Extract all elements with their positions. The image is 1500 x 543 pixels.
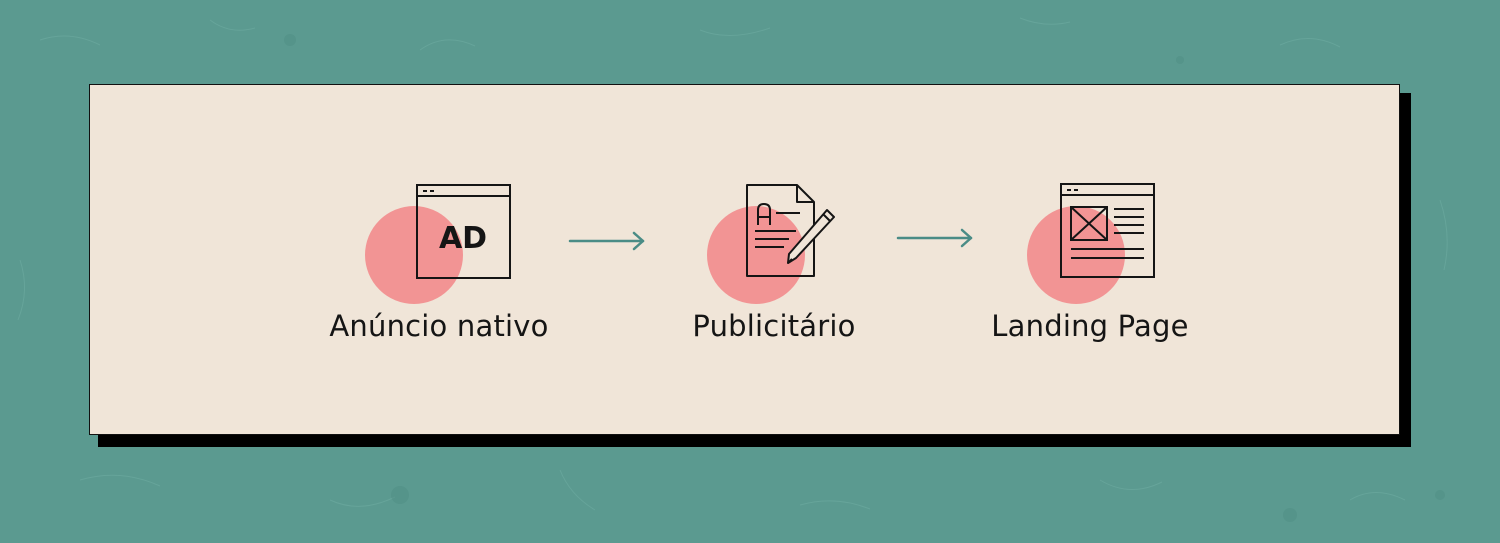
step-native-ad: AD Anúncio nativo (289, 183, 589, 363)
step-publicist: Publicitário (624, 183, 924, 363)
ad-icon-text: AD (439, 221, 487, 256)
ad-window-icon: AD (365, 184, 511, 304)
flow-card: AD Anúncio nativo (89, 84, 1400, 435)
arrow-right-icon (568, 231, 645, 251)
step-label-publicist: Publicitário (692, 309, 856, 343)
arrow-right-icon (896, 228, 973, 248)
webpage-layout-icon (1027, 183, 1155, 304)
document-pen-icon (707, 184, 835, 304)
step-label-native-ad: Anúncio nativo (329, 309, 549, 343)
step-label-landing-page: Landing Page (991, 309, 1189, 343)
step-landing-page: Landing Page (940, 183, 1240, 363)
